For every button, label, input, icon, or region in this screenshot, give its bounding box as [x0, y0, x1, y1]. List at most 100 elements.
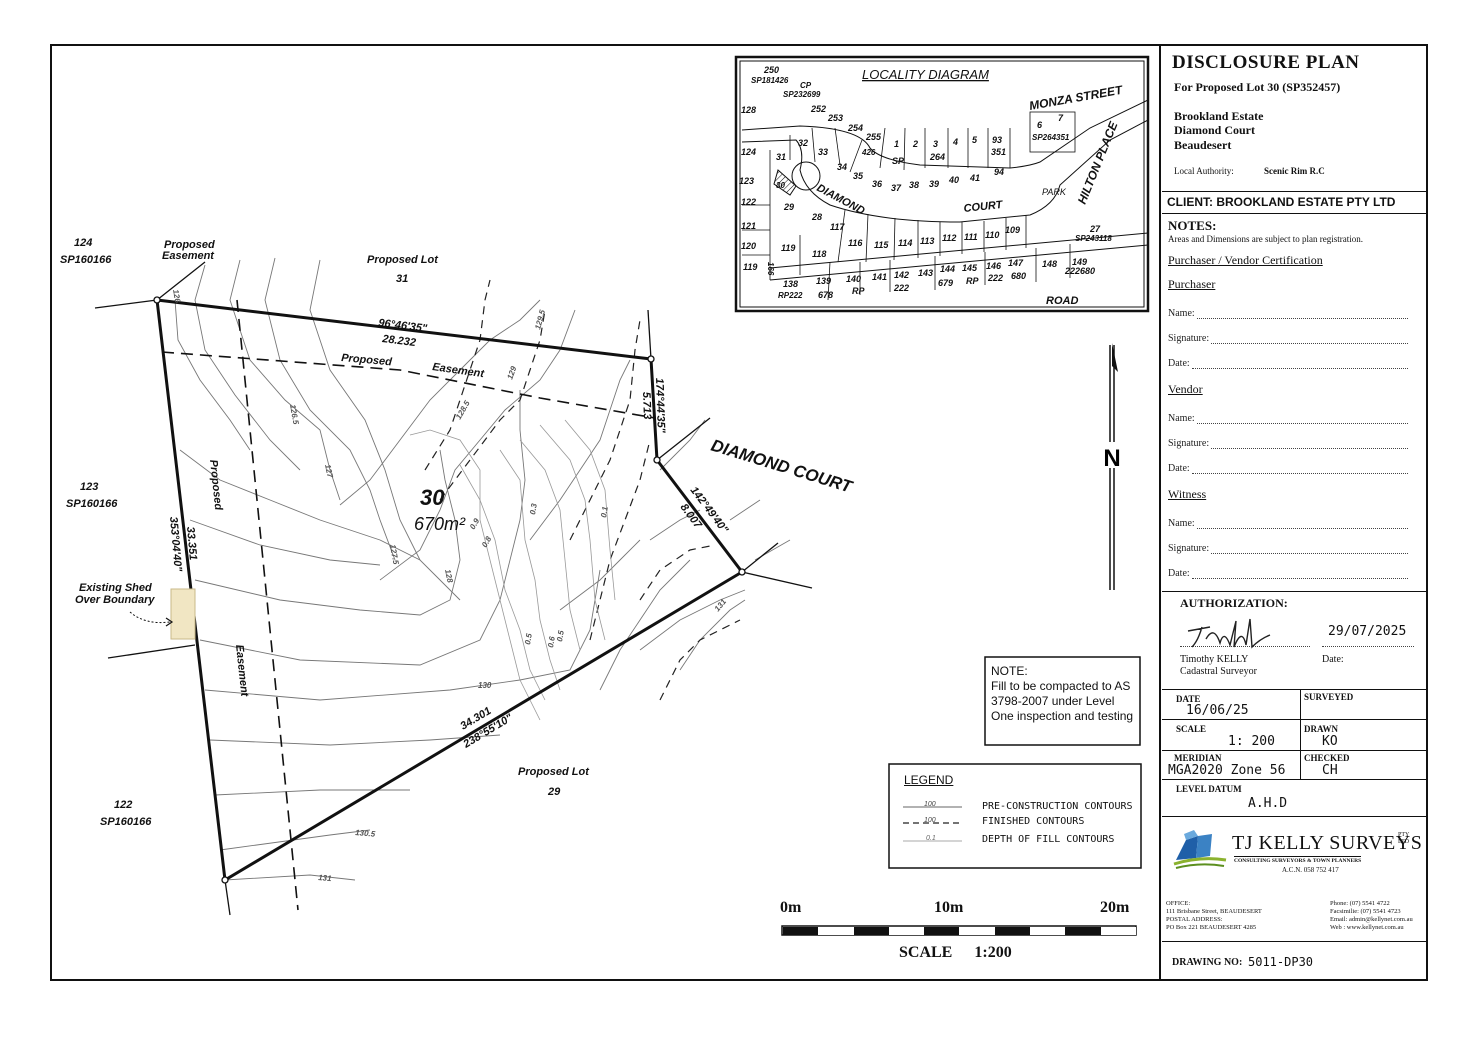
- plan-title: DISCLOSURE PLAN: [1172, 52, 1360, 73]
- road-outline-south: [741, 119, 1149, 223]
- svg-text:0.5: 0.5: [523, 632, 534, 645]
- easement-top-b: Easement: [162, 250, 215, 262]
- authorization-date-label: Date:: [1322, 654, 1344, 665]
- purchaser-name-field[interactable]: Name:: [1168, 301, 1408, 319]
- svg-text:RP222: RP222: [778, 291, 803, 300]
- easement-mid-b: Easement: [432, 361, 486, 380]
- neighbour-122-sp: SP160166: [100, 816, 152, 828]
- level-datum-row: LEVEL DATUM A.H.D: [1162, 779, 1426, 817]
- email-link[interactable]: Email: admin@kellynet.com.au: [1330, 916, 1413, 923]
- purchaser-signature-field[interactable]: Signature:: [1168, 326, 1408, 344]
- drawing-frame: [50, 44, 1428, 981]
- svg-text:SP243118: SP243118: [1075, 234, 1112, 243]
- lot-number: 30: [420, 485, 445, 510]
- svg-text:142: 142: [894, 270, 909, 280]
- web-link[interactable]: Web : www.kellynet.com.au: [1330, 924, 1404, 931]
- street-court: COURT: [963, 199, 1004, 215]
- note-box: [984, 656, 1141, 746]
- drawing-number-label: DRAWING NO:: [1172, 957, 1243, 968]
- scale-word: SCALE: [899, 944, 953, 961]
- svg-text:141: 141: [872, 272, 887, 282]
- cert-title: Purchaser / Vendor Certification: [1168, 253, 1323, 267]
- north-arrow: N: [1100, 343, 1124, 590]
- svg-text:123: 123: [739, 176, 754, 186]
- title-block: DISCLOSURE PLAN For Proposed Lot 30 (SP3…: [1162, 46, 1426, 979]
- scale-value: 1: 200: [1228, 734, 1275, 749]
- legend-box: [888, 763, 1142, 869]
- vendor-date-field[interactable]: Date:: [1168, 456, 1408, 474]
- svg-text:252: 252: [810, 104, 826, 114]
- vendor-heading: Vendor: [1168, 382, 1203, 396]
- easement-top-a: Proposed: [164, 239, 215, 251]
- authorization-section: AUTHORIZATION: 29/07/2025 Timothy KELLY …: [1162, 591, 1426, 690]
- svg-text:255: 255: [865, 132, 882, 142]
- north-label: N: [1103, 445, 1120, 472]
- scale-segments: [783, 927, 1136, 935]
- road-outline-north: [741, 99, 1149, 169]
- svg-text:2: 2: [912, 139, 918, 149]
- neighbour-123-sp: SP160166: [66, 498, 118, 510]
- svg-text:4: 4: [952, 137, 958, 147]
- street-label-diamond-court: DIAMOND COURT: [709, 436, 856, 497]
- adjacent-boundaries: [94, 261, 813, 916]
- svg-text:RP: RP: [852, 286, 865, 296]
- svg-text:166: 166: [766, 262, 775, 276]
- svg-text:SP181426: SP181426: [751, 76, 789, 85]
- locality-lot30-hatch: [773, 169, 797, 196]
- date-row: DATE 16/06/25 SURVEYED: [1162, 689, 1426, 779]
- cul-de-sac: [791, 161, 821, 191]
- svg-text:0.5: 0.5: [555, 629, 566, 642]
- svg-text:126.5: 126.5: [288, 404, 300, 426]
- meridian-value: MGA2020 Zone 56: [1168, 763, 1286, 778]
- svg-text:351: 351: [991, 147, 1006, 157]
- witness-signature-field[interactable]: Signature:: [1168, 536, 1408, 554]
- svg-text:426: 426: [861, 148, 876, 157]
- date-title: DATE: [1176, 694, 1201, 704]
- company-suffix: PTY LTD: [1398, 832, 1410, 845]
- note-text: Fill to be compacted to AS 3798-2007 und…: [991, 679, 1134, 723]
- svg-text:128: 128: [741, 105, 756, 115]
- vendor-name-field[interactable]: Name:: [1168, 406, 1408, 424]
- certification-section: NOTES: Areas and Dimensions are subject …: [1162, 213, 1426, 592]
- svg-text:149: 149: [1072, 257, 1087, 267]
- legend-title: LEGEND: [904, 773, 954, 787]
- legend-sample-3: 0.1: [926, 835, 936, 842]
- drawn-title: DRAWN: [1304, 724, 1339, 734]
- svg-text:115: 115: [874, 240, 889, 250]
- company-subtitle: CONSULTING SURVEYORS & TOWN PLANNERS: [1234, 856, 1362, 864]
- scale-row: SCALE 1: 200 DRAWN KO: [1162, 719, 1426, 751]
- notes-text: Areas and Dimensions are subject to plan…: [1168, 234, 1363, 244]
- svg-text:0.6: 0.6: [546, 635, 557, 648]
- scale-title: SCALE: [1176, 724, 1207, 734]
- title-section: DISCLOSURE PLAN For Proposed Lot 30 (SP3…: [1162, 46, 1426, 192]
- svg-text:253: 253: [827, 113, 843, 123]
- vendor-fields: Name: Signature: Date:: [1168, 406, 1408, 474]
- witness-name-field[interactable]: Name:: [1168, 511, 1408, 529]
- svg-text:222680: 222680: [1064, 266, 1095, 276]
- witness-fields: Name: Signature: Date:: [1168, 511, 1408, 579]
- svg-text:0.3: 0.3: [528, 502, 539, 515]
- locality-title: LOCALITY DIAGRAM: [862, 67, 989, 82]
- bearing-labels: 96°46'35" 28.232 174°44'35" 5.713 142°49…: [167, 317, 731, 751]
- svg-text:129: 129: [505, 365, 518, 381]
- easement-lines: [161, 299, 656, 911]
- top-distance: 28.232: [381, 333, 417, 349]
- legend-label-fill: DEPTH OF FILL CONTOURS: [982, 834, 1115, 845]
- svg-text:3: 3: [933, 139, 938, 149]
- witness-date-field[interactable]: Date:: [1168, 561, 1408, 579]
- boundary-corner-marks: [153, 296, 746, 884]
- purchaser-date-field[interactable]: Date:: [1168, 351, 1408, 369]
- note-title: NOTE:: [991, 664, 1028, 678]
- svg-text:139: 139: [816, 276, 831, 286]
- vendor-signature-field[interactable]: Signature:: [1168, 431, 1408, 449]
- right1-distance: 5.713: [640, 392, 653, 420]
- svg-text:130: 130: [478, 681, 492, 690]
- svg-text:140: 140: [846, 274, 861, 284]
- authorization-date: 29/07/2025: [1328, 624, 1407, 639]
- svg-text:37: 37: [891, 183, 902, 193]
- neighbour-122: 122: [114, 799, 132, 811]
- proposed-lot-29-number: 29: [547, 786, 561, 798]
- svg-text:34: 34: [837, 162, 847, 172]
- shed-note-line2: Over Boundary: [75, 594, 155, 606]
